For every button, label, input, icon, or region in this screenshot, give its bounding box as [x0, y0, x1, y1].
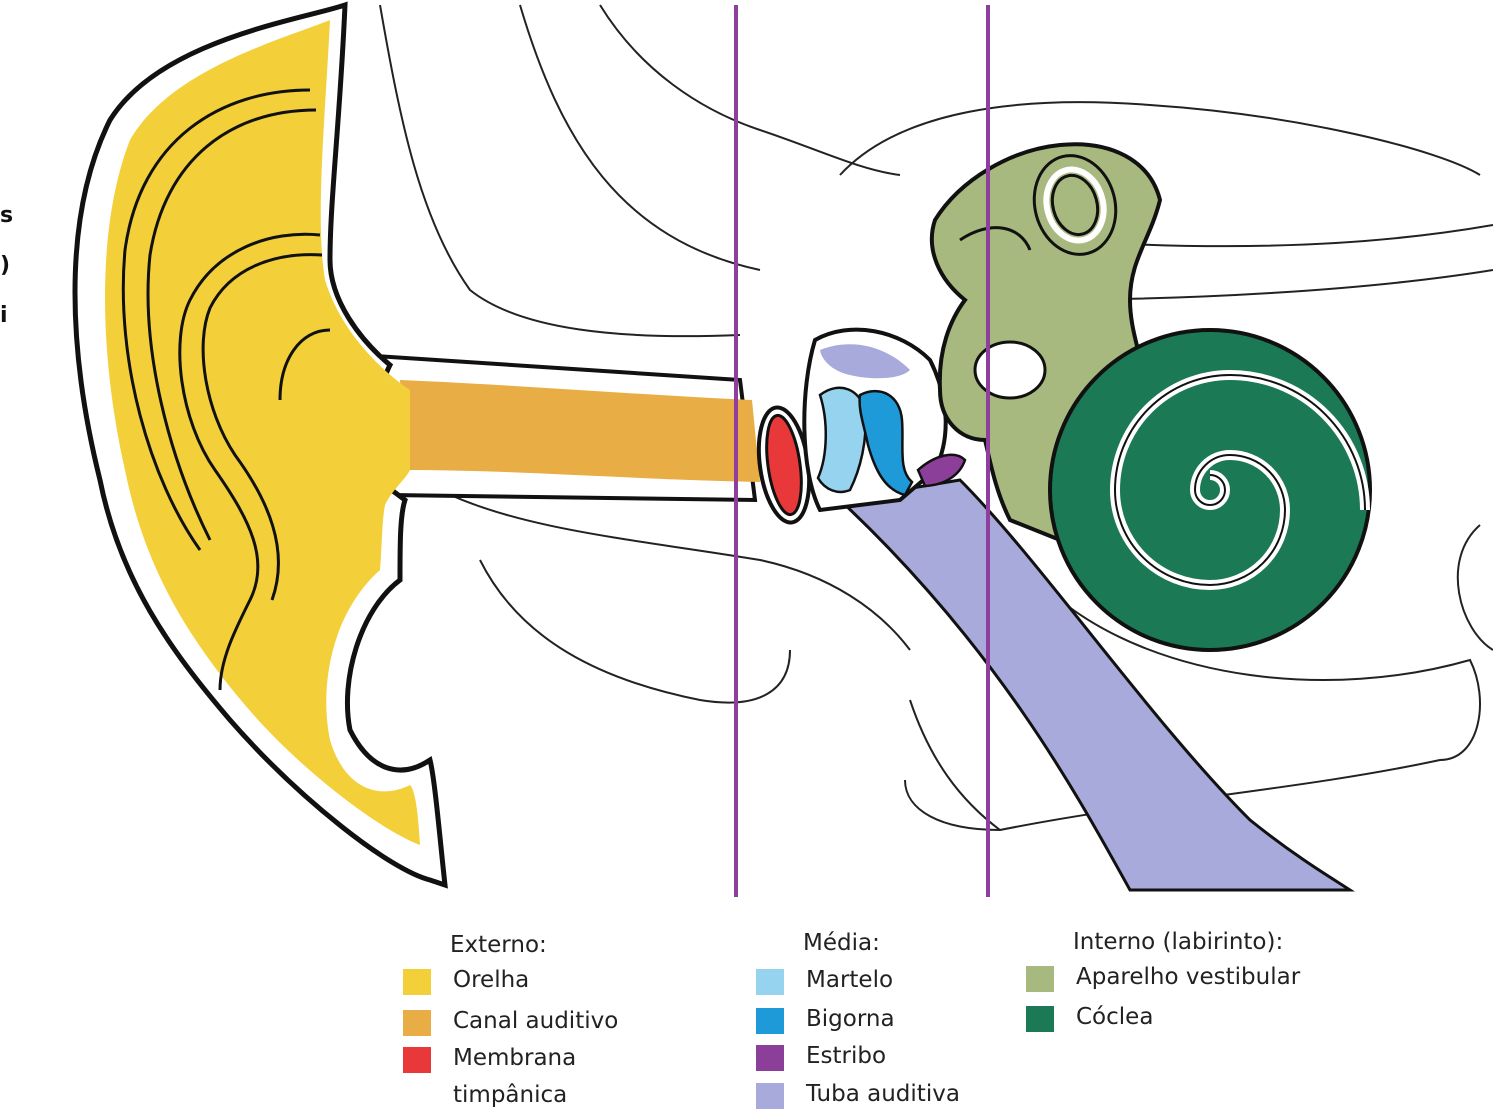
legend-heading-media: Média:	[803, 930, 880, 956]
legend-label-canal-auditivo: Canal auditivo	[453, 1006, 618, 1036]
legend-label-orelha: Orelha	[453, 965, 529, 995]
legend-label-bigorna: Bigorna	[806, 1004, 895, 1034]
legend-label-estribo: Estribo	[806, 1041, 886, 1071]
legend-label-membrana: Membrana	[453, 1043, 576, 1073]
swatch-canal-auditivo	[403, 1010, 431, 1036]
legend-label-tuba-auditiva: Tuba auditiva	[806, 1079, 960, 1109]
legend-label-aparelho-vestibular: Aparelho vestibular	[1076, 962, 1300, 992]
legend-heading-externo: Externo:	[450, 932, 547, 958]
legend-label-coclea: Cóclea	[1076, 1002, 1153, 1032]
swatch-estribo	[756, 1045, 784, 1071]
swatch-martelo	[756, 969, 784, 995]
swatch-membrana-timpanica	[403, 1047, 431, 1073]
legend-label-timpanica: timpânica	[453, 1082, 567, 1108]
swatch-bigorna	[756, 1008, 784, 1034]
legend-heading-interno: Interno (labirinto):	[1073, 929, 1283, 955]
swatch-coclea	[1026, 1006, 1054, 1032]
swatch-tuba-auditiva	[756, 1083, 784, 1109]
swatch-orelha	[403, 969, 431, 995]
swatch-aparelho-vestibular	[1026, 966, 1054, 992]
orelha-shape	[105, 20, 420, 845]
legend-label-martelo: Martelo	[806, 965, 893, 995]
